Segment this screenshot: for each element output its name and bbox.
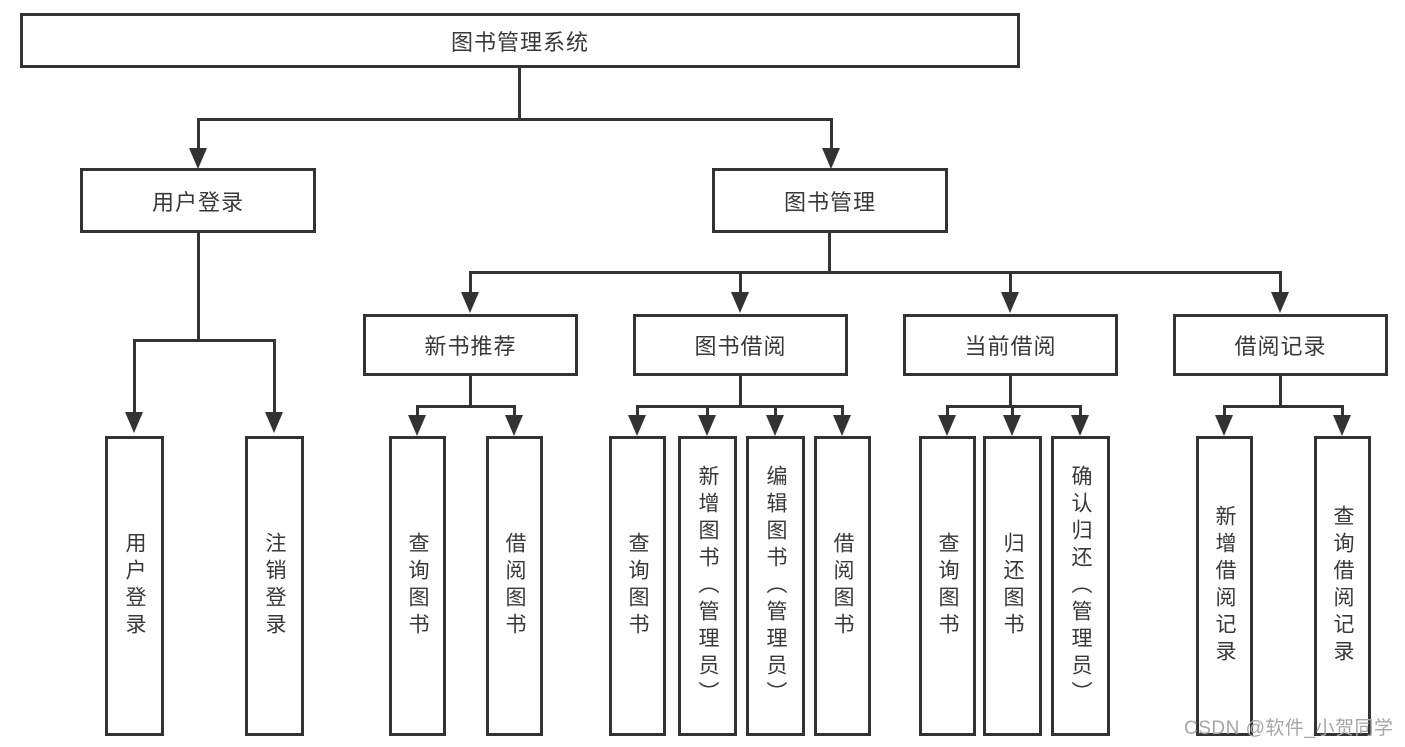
node-label: 新书推荐 [424, 334, 517, 359]
connector-l3-stem [739, 271, 742, 294]
connector-leaf-stem [1341, 405, 1344, 417]
arrow-down-icon [833, 415, 851, 436]
connector-leaf-stem [1223, 405, 1226, 417]
node-label: 查询图书 [406, 532, 429, 640]
connector-l3-down [1279, 376, 1282, 407]
connector-l3-down [1009, 376, 1012, 407]
connector-root-stem [518, 68, 521, 120]
node-leaf-bb-query-books: 查询图书 [609, 436, 666, 736]
node-leaf-rec-query-books: 查询图书 [389, 436, 446, 736]
node-label: 当前借阅 [964, 334, 1057, 359]
connector-l4-bar [416, 405, 516, 408]
node-label: 用户登录 [123, 532, 146, 640]
connector-leaf-stem [946, 405, 949, 417]
node-borrow-records: 借阅记录 [1173, 314, 1388, 376]
arrow-down-icon [408, 415, 426, 436]
connector-leaf-stem [133, 339, 136, 414]
arrow-down-icon [1333, 415, 1351, 436]
node-label: 借阅记录 [1234, 334, 1327, 359]
node-leaf-br-add-record: 新增借阅记录 [1196, 436, 1253, 736]
arrow-down-icon [731, 292, 749, 313]
connector-root-bar [197, 118, 833, 121]
connector-l4-bar [1223, 405, 1344, 408]
node-label: 借阅图书 [503, 532, 526, 640]
node-current-borrow: 当前借阅 [903, 314, 1118, 376]
connector-leaf-stem [1011, 405, 1014, 417]
arrow-down-icon [1003, 415, 1021, 436]
node-leaf-br-query-record: 查询借阅记录 [1314, 436, 1371, 736]
connector-leaf-stem [841, 405, 844, 417]
connector-l3-down [739, 376, 742, 407]
node-label: 图书借阅 [694, 334, 787, 359]
node-leaf-user-login: 用户登录 [105, 436, 164, 736]
connector-leaf-stem [416, 405, 419, 417]
arrow-down-icon [628, 415, 646, 436]
node-label: 注销登录 [263, 532, 286, 640]
node-leaf-bb-add-books: 新增图书（管理员） [678, 436, 737, 736]
arrow-down-icon [461, 292, 479, 313]
arrow-down-icon [766, 415, 784, 436]
node-label: 查询借阅记录 [1331, 505, 1354, 667]
node-label: 归还图书 [1001, 532, 1024, 640]
connector-l4-bar [946, 405, 1082, 408]
node-leaf-rec-borrow-books: 借阅图书 [486, 436, 543, 736]
node-book-borrow: 图书借阅 [633, 314, 848, 376]
arrow-down-icon [1071, 415, 1089, 436]
connector-user-login-down [197, 233, 200, 341]
node-leaf-bb-edit-books: 编辑图书（管理员） [746, 436, 805, 736]
connector-l4-bar [636, 405, 844, 408]
connector-l3-down [469, 376, 472, 407]
node-new-book-recommend: 新书推荐 [363, 314, 578, 376]
arrow-down-icon [505, 415, 523, 436]
arrow-down-icon [1001, 292, 1019, 313]
node-book-management: 图书管理 [712, 168, 948, 233]
csdn-watermark: CSDN @软件_小贺同学 [1184, 718, 1394, 739]
node-leaf-cb-return-books: 归还图书 [983, 436, 1042, 736]
node-label: 确认归还（管理员） [1069, 464, 1092, 708]
connector-leaf-stem [774, 405, 777, 417]
connector-leaf-stem [706, 405, 709, 417]
connector-leaf-stem [636, 405, 639, 417]
node-user-login: 用户登录 [80, 168, 316, 233]
arrow-down-icon [822, 148, 840, 169]
node-leaf-cb-query-books: 查询图书 [919, 436, 976, 736]
connector-user-login-stem [197, 118, 200, 150]
node-label: 查询图书 [626, 532, 649, 640]
connector-l3-stem [1009, 271, 1012, 294]
node-label: 编辑图书（管理员） [764, 464, 787, 708]
node-label: 查询图书 [936, 532, 959, 640]
arrow-down-icon [698, 415, 716, 436]
arrow-down-icon [265, 412, 283, 433]
arrow-down-icon [125, 412, 143, 433]
node-label: 借阅图书 [831, 532, 854, 640]
node-label: 图书管理系统 [450, 29, 589, 55]
arrow-down-icon [1215, 415, 1233, 436]
connector-l3-stem [1279, 271, 1282, 294]
connector-l3-stem [469, 271, 472, 294]
node-leaf-logout: 注销登录 [245, 436, 304, 736]
node-label: 新增图书（管理员） [696, 464, 719, 708]
connector-leaf-stem [1079, 405, 1082, 417]
node-leaf-cb-confirm-return: 确认归还（管理员） [1051, 436, 1110, 736]
node-label: 新增借阅记录 [1213, 505, 1236, 667]
node-leaf-bb-borrow-books: 借阅图书 [814, 436, 871, 736]
connector-book-mgmt-down [828, 233, 831, 274]
node-label: 图书管理 [783, 189, 876, 215]
connector-book-mgmt-bar [469, 271, 1282, 274]
arrow-down-icon [189, 148, 207, 169]
arrow-down-icon [938, 415, 956, 436]
node-label: 用户登录 [151, 189, 244, 215]
connector-user-login-bar [133, 339, 276, 342]
connector-leaf-stem [273, 339, 276, 414]
connector-book-mgmt-stem [830, 118, 833, 150]
arrow-down-icon [1271, 292, 1289, 313]
node-library-management-system: 图书管理系统 [20, 13, 1020, 68]
connector-leaf-stem [513, 405, 516, 417]
